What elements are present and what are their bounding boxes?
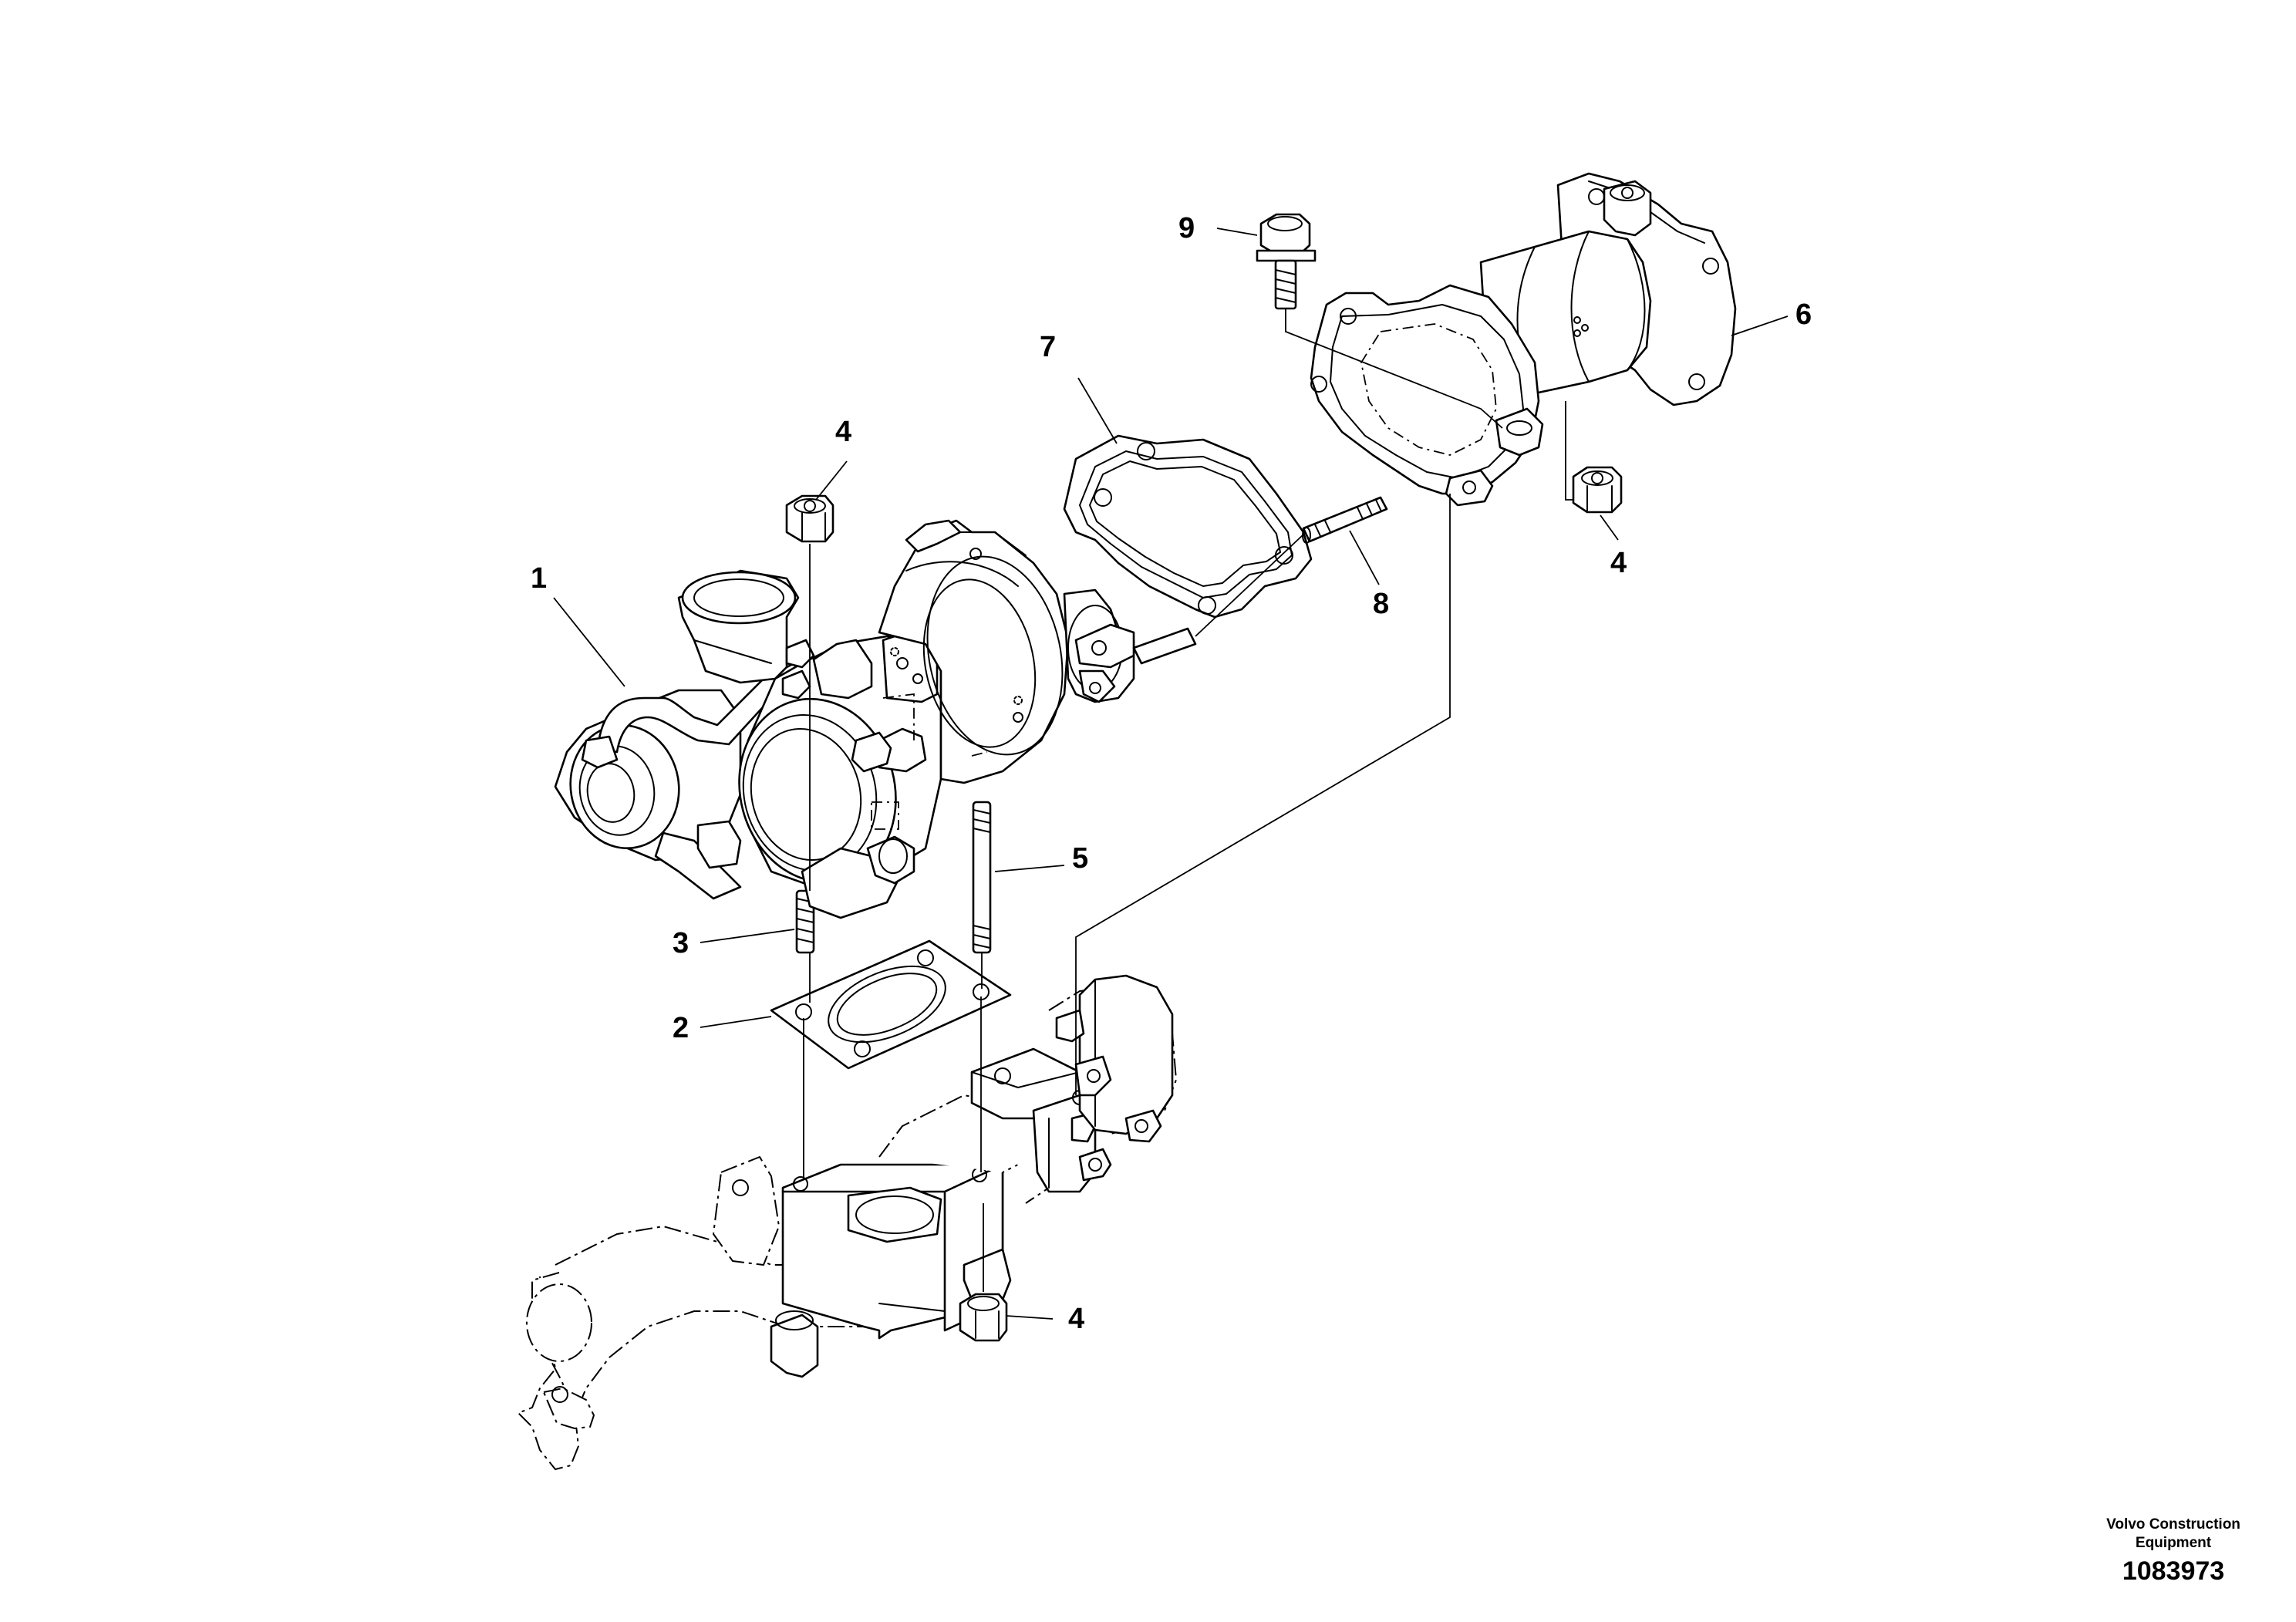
gasket-2: [770, 939, 1012, 1070]
callout-4-bottom: 4: [1068, 1303, 1084, 1335]
callout-4-right: 4: [1610, 547, 1627, 579]
assembly-lines: [803, 309, 1573, 1292]
bolt-9: [1256, 213, 1317, 310]
callout-3: 3: [673, 927, 689, 959]
stud-8: [1302, 496, 1388, 544]
callout-1: 1: [531, 562, 547, 595]
gasket-7: [1063, 434, 1313, 619]
drawing-number: 1083973: [2122, 1556, 2224, 1586]
nut-4-bottom: [959, 1293, 1008, 1342]
stud-5: [972, 801, 992, 954]
callout-6: 6: [1795, 298, 1812, 331]
nut-4-right: [1572, 466, 1623, 514]
brand-line-1: Volvo Construction: [2106, 1516, 2240, 1533]
callout-labels: 1 2 3 4 4 4 5 6 7 8 9: [531, 212, 1812, 1335]
callout-7: 7: [1040, 331, 1056, 363]
nut-4-top: [785, 494, 834, 543]
brand-line-2: Equipment: [2136, 1535, 2212, 1551]
leader-lines: [553, 228, 1789, 1320]
callout-4-top: 4: [835, 416, 851, 448]
callout-9: 9: [1178, 212, 1195, 244]
callout-2: 2: [673, 1012, 689, 1044]
exhaust-manifold-phantom: [518, 974, 1177, 1470]
turbocharger-1: [554, 519, 1197, 919]
callout-8: 8: [1373, 588, 1389, 620]
footer-block: Volvo Construction Equipment 1083973: [2106, 1516, 2240, 1586]
exhaust-pipe-6: [1310, 172, 1737, 507]
callout-5: 5: [1072, 842, 1088, 875]
